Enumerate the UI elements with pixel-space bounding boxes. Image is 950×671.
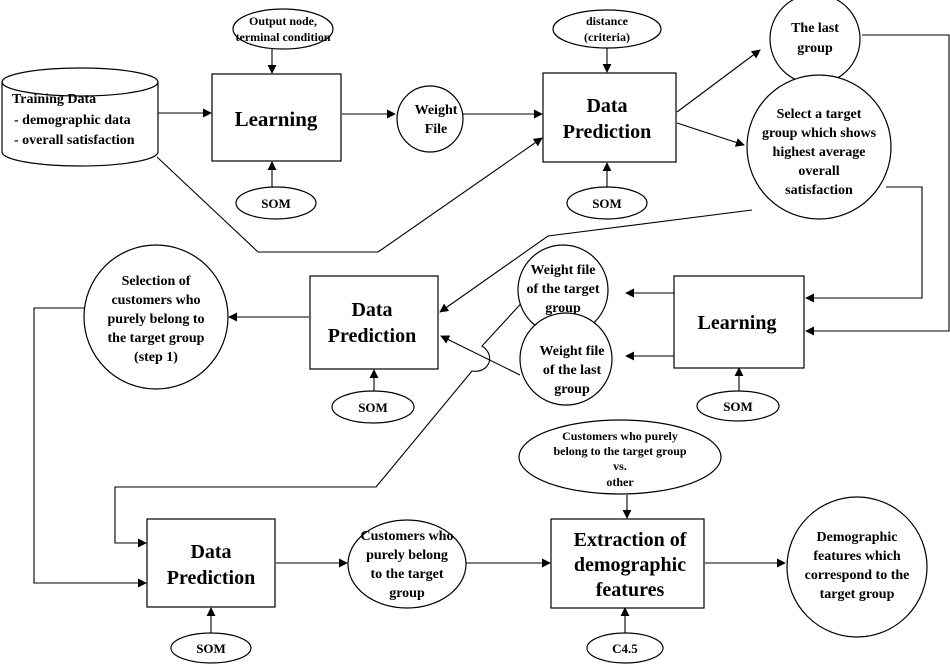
som-ellipse-2: SOM — [566, 186, 648, 220]
training-data-node: Training Data - demographic data - overa… — [1, 67, 159, 167]
arrow-target-to-learning — [805, 186, 923, 303]
arrow-target-to-prediction-2 — [439, 209, 753, 313]
training-data-cylinder-body — [1, 82, 159, 167]
distance-label: distance — [586, 14, 629, 28]
weight-last-label: group — [554, 382, 590, 397]
weight-target-circle: Weight file of the target group — [517, 244, 609, 336]
extraction-label: demographic — [574, 554, 686, 576]
selection-label: (step 1) — [134, 350, 178, 365]
weight-file-label: File — [425, 122, 448, 137]
extraction-label: features — [596, 579, 665, 601]
learning-box-1: Learning — [211, 73, 342, 162]
comparison-label: vs. — [613, 459, 627, 473]
prediction-label-1: Prediction — [563, 121, 652, 143]
selection-label: customers who — [111, 293, 200, 308]
arrow-prediction-to-last-group — [676, 49, 761, 113]
demographic-label: correspond to the — [805, 568, 910, 583]
extraction-box: Extraction of demographic features — [550, 518, 705, 609]
prediction-label-3: Data — [190, 541, 231, 563]
comparison-label: belong to the target group — [553, 444, 686, 458]
prediction-label-3: Prediction — [167, 567, 256, 589]
weight-file-label: Weight — [415, 103, 458, 118]
customers-label: Customers who — [361, 529, 454, 544]
weight-target-label: Weight file — [531, 263, 596, 278]
target-select-label: group which shows — [762, 126, 877, 141]
som-ellipse-1: SOM — [235, 186, 317, 220]
arrow-prediction-to-target — [676, 122, 745, 147]
demographic-label: target group — [820, 587, 895, 602]
distance-ellipse: distance (criteria) — [552, 9, 662, 49]
arrow-last-group-to-learning — [805, 34, 950, 336]
customers-label: purely belong — [366, 548, 448, 563]
som-label-4: SOM — [358, 400, 388, 415]
training-data-cylinder-top — [1, 67, 159, 97]
training-data-item: - demographic data — [14, 113, 131, 128]
prediction-label-2: Prediction — [328, 325, 417, 347]
arrow-training-to-prediction — [156, 137, 543, 253]
output-node-ellipse: Output node, terminal condition — [232, 8, 334, 50]
weight-target-label: of the target — [526, 282, 599, 297]
demographic-label: Demographic — [817, 530, 898, 545]
weight-last-label: of the last — [543, 363, 602, 378]
som-label-3: SOM — [723, 399, 753, 414]
som-ellipse-4: SOM — [331, 390, 415, 424]
som-ellipse-5: SOM — [170, 632, 252, 664]
learning-box-2: Learning — [673, 275, 805, 369]
som-label-1: SOM — [261, 196, 291, 211]
som-label-5: SOM — [196, 641, 226, 656]
comparison-ellipse: Customers who purely belong to the targe… — [518, 419, 722, 495]
learning-label-1: Learning — [235, 107, 318, 131]
learning-label-2: Learning — [698, 312, 777, 334]
target-select-label: overall — [798, 164, 839, 179]
comparison-label: other — [606, 475, 634, 489]
prediction-box-3: Data Prediction — [146, 518, 276, 608]
prediction-label-2: Data — [351, 299, 392, 321]
prediction-box-1: Data Prediction — [542, 72, 677, 163]
target-select-label: satisfaction — [785, 183, 853, 198]
training-data-title: Training Data — [12, 92, 96, 107]
selection-label: purely belong to — [108, 312, 205, 327]
arrow-weight-target-to-prediction-3 — [114, 295, 529, 548]
weight-target-label: group — [545, 301, 581, 316]
last-group-label: group — [797, 41, 833, 56]
demographic-label: features which — [813, 549, 900, 564]
output-node-label: terminal condition — [236, 30, 331, 44]
training-data-item: - overall satisfaction — [14, 133, 135, 148]
last-group-label: The last — [791, 21, 839, 36]
selection-label: the target group — [108, 331, 205, 346]
customers-label: group — [389, 586, 425, 601]
target-select-label: highest average — [773, 145, 866, 160]
som-ellipse-3: SOM — [696, 390, 780, 422]
last-group-circle: The last group — [769, 0, 861, 85]
customers-label: to the target — [370, 567, 443, 582]
comparison-label: Customers who purely — [562, 429, 678, 443]
c45-ellipse: C4.5 — [586, 632, 664, 664]
connectors — [33, 34, 950, 633]
weight-last-label: Weight file — [540, 344, 605, 359]
distance-label: (criteria) — [584, 30, 630, 44]
extraction-label: Extraction of — [574, 529, 687, 551]
selection-circle: Selection of customers who purely belong… — [83, 244, 229, 390]
demographic-circle: Demographic features which correspond to… — [786, 496, 928, 638]
customers-ellipse: Customers who purely belong to the targe… — [347, 519, 467, 609]
target-select-label: Select a target — [777, 107, 862, 122]
output-node-label: Output node, — [249, 14, 317, 28]
weight-last-circle: Weight file of the last group — [519, 312, 613, 406]
prediction-label-1: Data — [586, 95, 627, 117]
target-select-circle: Select a target group which shows highes… — [746, 74, 892, 220]
arrow-selection-to-prediction-3 — [33, 307, 147, 588]
weight-file-circle: Weight File — [396, 85, 464, 153]
c45-label: C4.5 — [612, 641, 638, 656]
som-label-2: SOM — [592, 196, 622, 211]
arrow-weight-last-to-prediction — [440, 335, 521, 376]
selection-label: Selection of — [122, 274, 191, 289]
prediction-box-2: Data Prediction — [309, 275, 439, 370]
